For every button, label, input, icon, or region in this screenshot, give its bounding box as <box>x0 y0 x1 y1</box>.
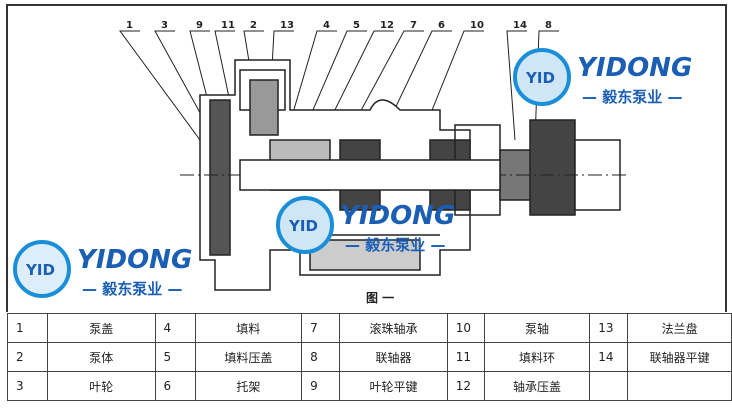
part-number: 10 <box>446 313 485 343</box>
leader-label: 6 <box>438 20 445 31</box>
part-number: 1 <box>6 313 49 343</box>
part-name: 轴承压盖 <box>483 371 591 401</box>
svg-text:YIDONG: YIDONG <box>77 245 192 275</box>
svg-text:— 毅东泵业 —: — 毅东泵业 — <box>82 280 182 298</box>
leader-line <box>284 30 337 141</box>
part-name: 法兰盘 <box>627 313 732 343</box>
part-name: 泵盖 <box>47 313 156 343</box>
leader-line <box>319 30 394 141</box>
svg-text:YID: YID <box>25 261 55 279</box>
part-number: 12 <box>446 371 485 401</box>
svg-text:YID: YID <box>525 69 555 87</box>
yidong-logo-watermark-center: YID YIDONG — 毅东泵业 — <box>276 196 455 254</box>
leader-label: 12 <box>380 20 394 31</box>
leader-label: 3 <box>161 20 168 31</box>
leader-line <box>344 30 424 141</box>
leader-label: 9 <box>196 20 203 31</box>
part-name: 泵轴 <box>483 313 591 343</box>
svg-text:— 毅东泵业 —: — 毅东泵业 — <box>582 88 682 106</box>
part-name: 叶轮 <box>47 371 156 401</box>
leader-line <box>299 30 367 141</box>
part-number: 6 <box>154 371 196 401</box>
leader-line <box>506 30 527 141</box>
leader-label: 13 <box>280 20 294 31</box>
leader-label: 7 <box>410 20 417 31</box>
figure-caption: 图 一 <box>366 291 394 305</box>
yidong-logo-watermark: YID YIDONG — 毅东泵业 — <box>513 48 692 106</box>
svg-text:— 毅东泵业 —: — 毅东泵业 — <box>345 236 445 254</box>
part-number: 4 <box>154 313 196 343</box>
leader-label: 11 <box>221 20 235 31</box>
svg-text:YIDONG: YIDONG <box>340 201 455 231</box>
leader-label: 2 <box>250 20 257 31</box>
leader-line <box>379 30 452 141</box>
svg-text:YIDONG: YIDONG <box>577 53 692 83</box>
part-name: 滚珠轴承 <box>339 313 448 343</box>
part-number: 2 <box>6 342 49 372</box>
part-number: 7 <box>301 313 341 343</box>
part-name: 填料压盖 <box>194 342 303 372</box>
part-number: 8 <box>301 342 341 372</box>
part-number: 13 <box>589 313 629 343</box>
part-name: 联轴器平键 <box>627 342 732 372</box>
leader-line <box>154 30 216 141</box>
part-number: 14 <box>589 342 629 372</box>
yidong-logo-watermark-lower: YID YIDONG — 毅东泵业 — <box>13 240 192 298</box>
part-number: 9 <box>301 371 341 401</box>
part-name: 填料环 <box>483 342 591 372</box>
part-number <box>589 371 629 401</box>
part-name: 填料 <box>194 313 303 343</box>
leader-label: 10 <box>470 20 484 31</box>
leader-line <box>419 30 484 141</box>
leader-label: 8 <box>545 20 552 31</box>
part-name: 联轴器 <box>339 342 448 372</box>
part-name: 泵体 <box>47 342 156 372</box>
part-number: 3 <box>6 371 49 401</box>
part-number: 11 <box>446 342 485 372</box>
leader-line <box>119 30 201 141</box>
leader-label: 4 <box>323 20 330 31</box>
pump-body <box>180 59 630 291</box>
part-name <box>627 371 732 401</box>
part-number: 5 <box>154 342 196 372</box>
leader-label: 14 <box>513 20 527 31</box>
drawing-frame <box>6 4 727 312</box>
svg-text:YID: YID <box>288 217 318 235</box>
part-name: 叶轮平键 <box>339 371 448 401</box>
leader-label: 1 <box>126 20 133 31</box>
part-name: 托架 <box>194 371 303 401</box>
leader-label: 5 <box>353 20 360 31</box>
